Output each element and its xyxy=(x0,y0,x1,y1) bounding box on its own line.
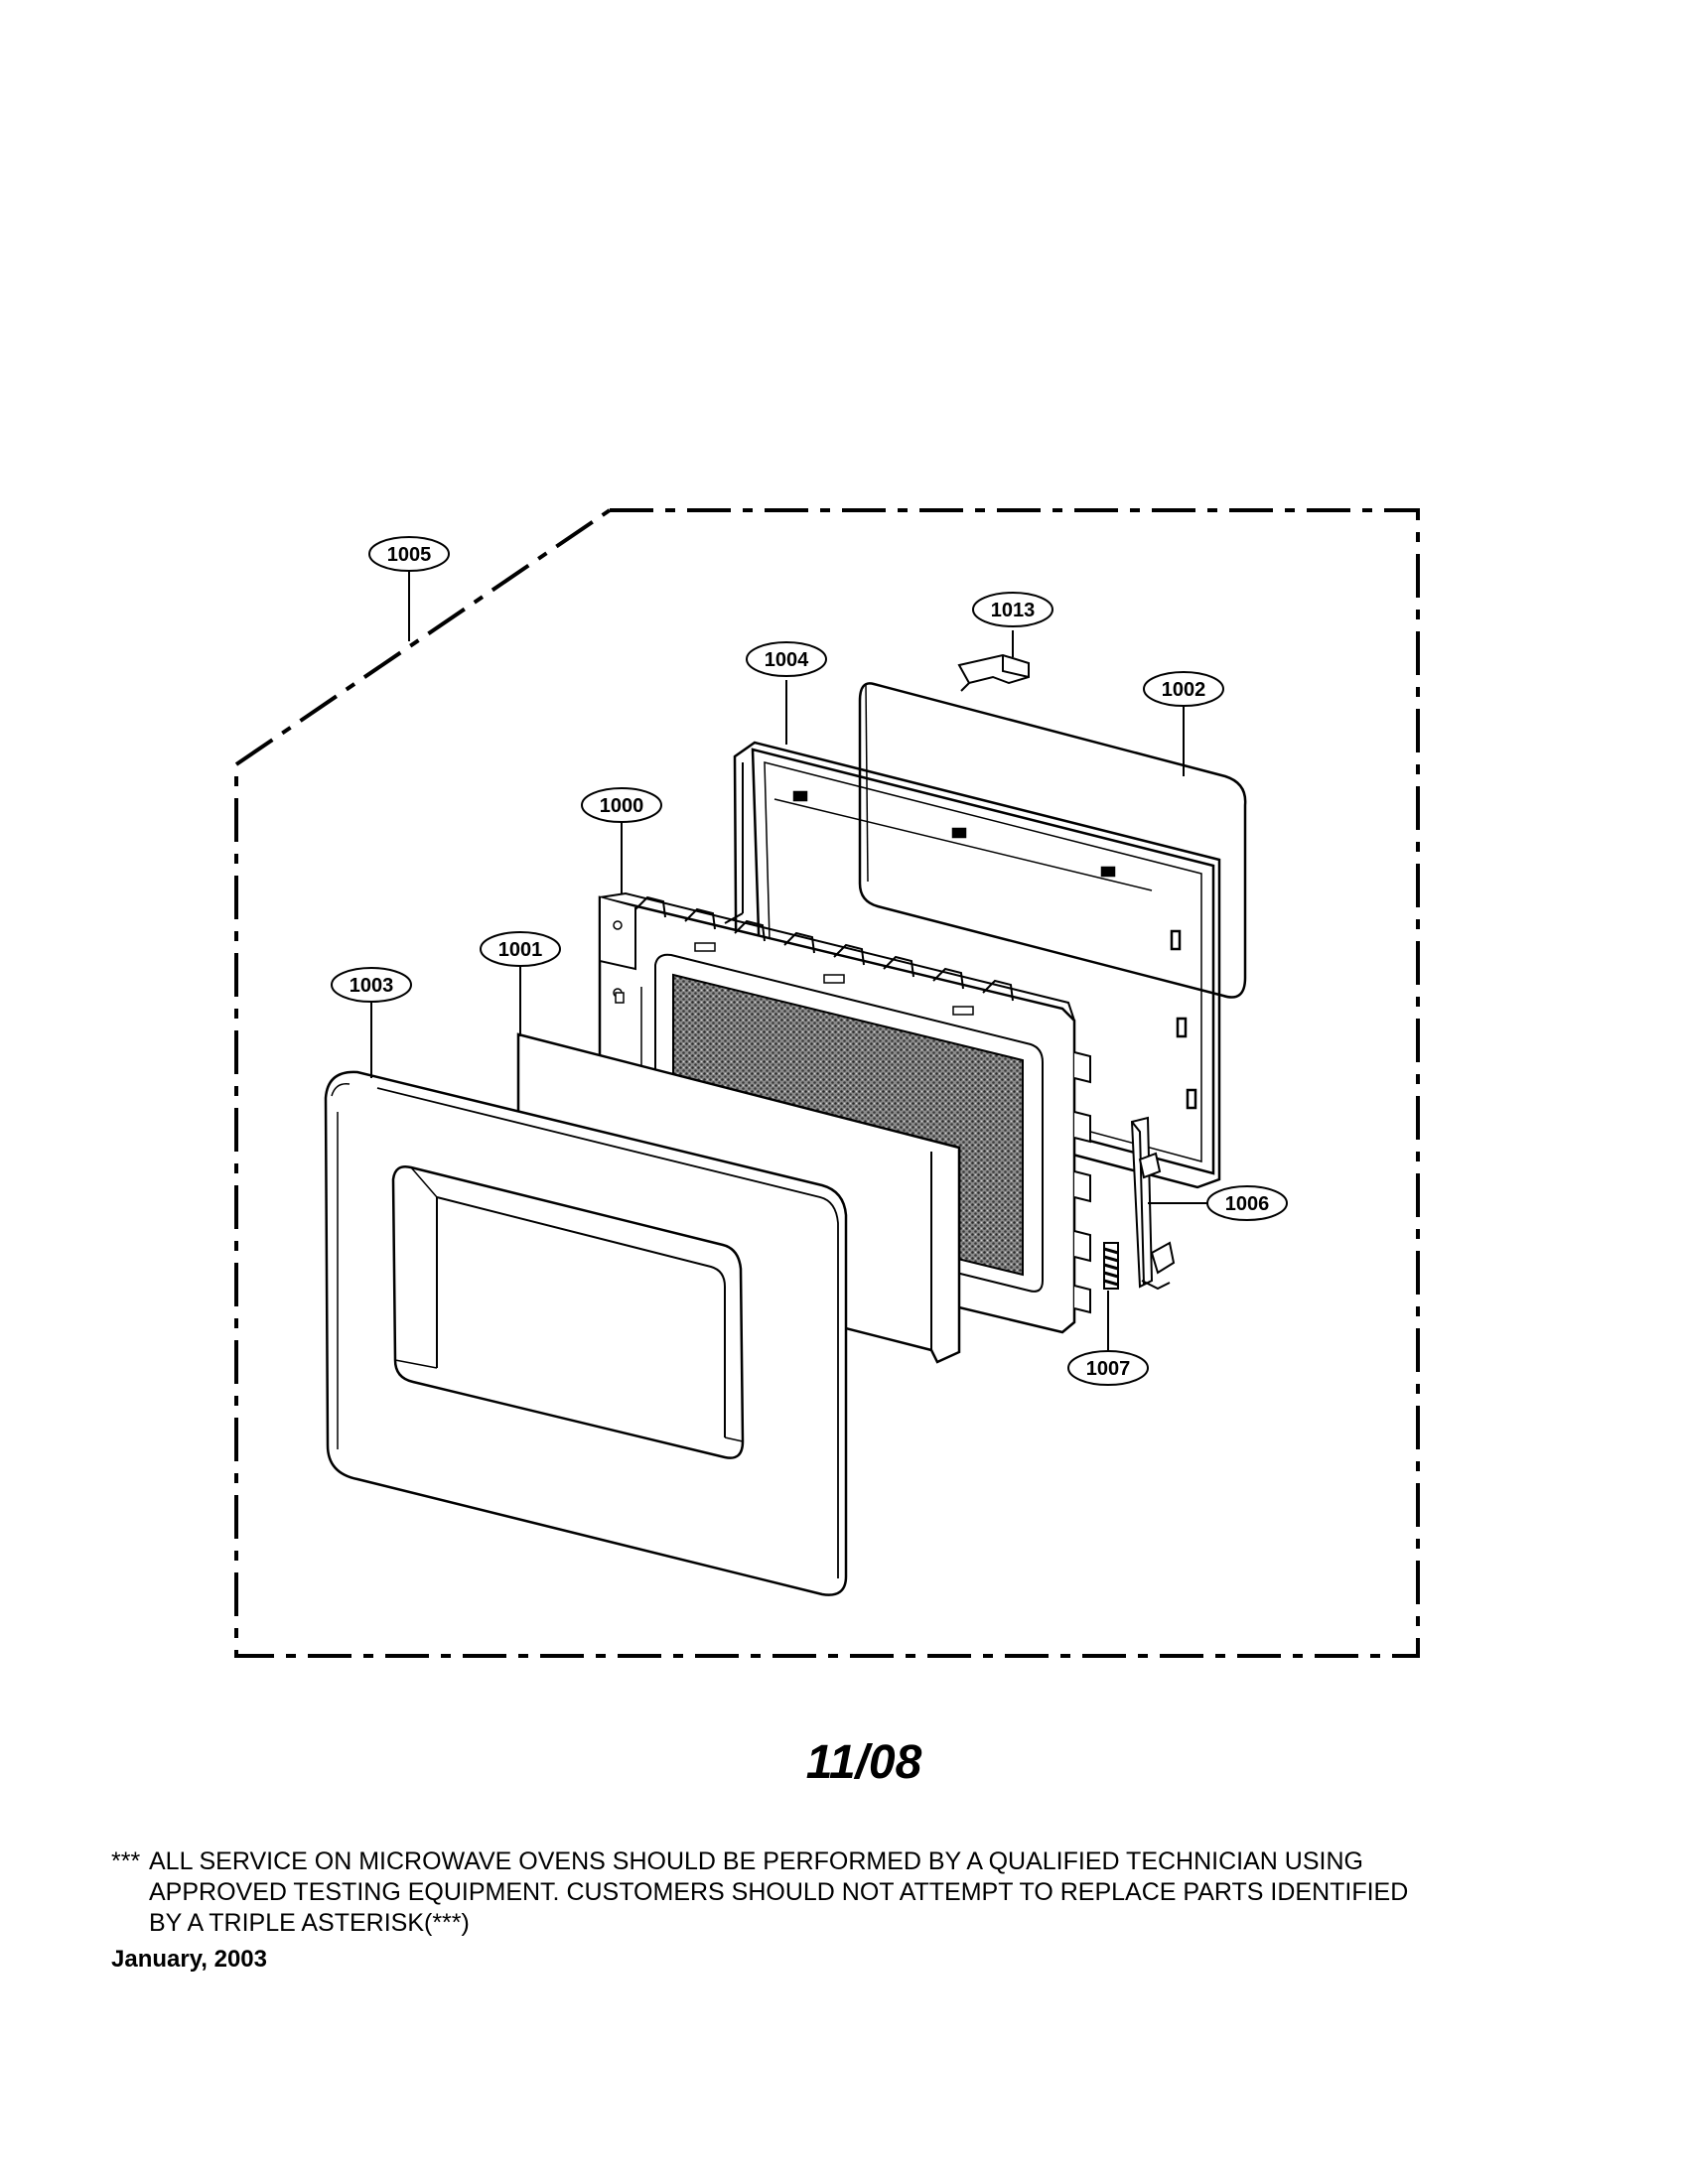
callout-1005: 1005 xyxy=(368,536,450,572)
callout-label: 1004 xyxy=(765,649,809,671)
publication-date: January, 2003 xyxy=(111,1946,267,1973)
leader-lines xyxy=(370,571,1209,1350)
callout-1006: 1006 xyxy=(1206,1185,1288,1221)
callout-1002: 1002 xyxy=(1143,671,1224,707)
service-notice: *** ALL SERVICE ON MICROWAVE OVENS SHOULD… xyxy=(111,1846,1581,1939)
notice-line-3: BY A TRIPLE ASTERISK(***) xyxy=(149,1909,470,1937)
callout-label: 1005 xyxy=(387,544,432,566)
front-door-panel-part xyxy=(324,1070,848,1596)
latch-assembly-part xyxy=(1130,1116,1176,1291)
callout-1013: 1013 xyxy=(972,592,1053,627)
callout-label: 1003 xyxy=(350,975,394,997)
notice-line-1: *** ALL SERVICE ON MICROWAVE OVENS SHOULD… xyxy=(111,1846,1581,1877)
callout-label: 1001 xyxy=(498,939,543,961)
callout-1003: 1003 xyxy=(331,967,412,1003)
callout-label: 1000 xyxy=(600,795,644,817)
notice-text-1: ALL SERVICE ON MICROWAVE OVENS SHOULD BE… xyxy=(149,1847,1363,1875)
notice-marker: *** xyxy=(111,1847,141,1875)
callout-1001: 1001 xyxy=(480,931,561,967)
callout-label: 1006 xyxy=(1225,1193,1270,1215)
spring-part xyxy=(1103,1242,1119,1290)
callout-label: 1002 xyxy=(1162,679,1206,701)
door-glass-part xyxy=(858,682,1247,999)
callout-1000: 1000 xyxy=(581,787,662,823)
page-number: 11/08 xyxy=(805,1736,922,1789)
hinge-clip-part xyxy=(957,653,1030,692)
callout-1004: 1004 xyxy=(746,641,827,677)
callout-label: 1007 xyxy=(1086,1358,1131,1380)
callout-1007: 1007 xyxy=(1067,1350,1149,1386)
callout-label: 1013 xyxy=(991,600,1036,621)
notice-line-2: APPROVED TESTING EQUIPMENT. CUSTOMERS SH… xyxy=(149,1878,1409,1906)
